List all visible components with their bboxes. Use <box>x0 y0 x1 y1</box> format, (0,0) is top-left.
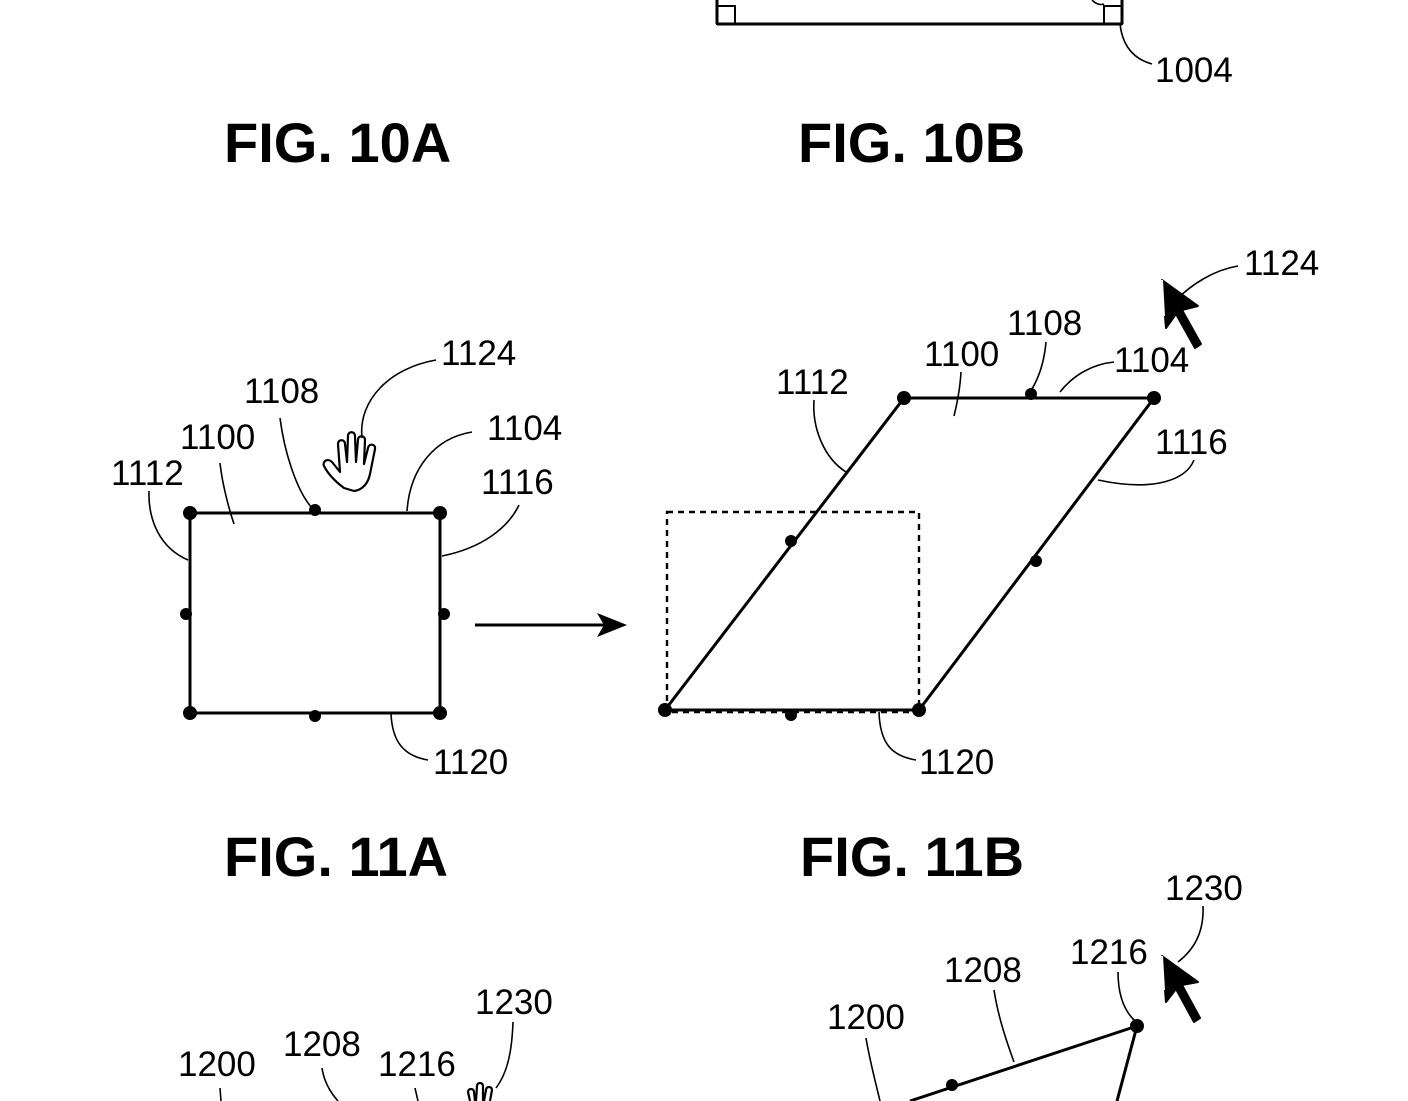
fig-11a-caption: FIG. 11A <box>224 825 448 888</box>
ref-1230b: 1230 <box>1165 869 1243 908</box>
leader-1100 <box>219 462 235 525</box>
arrow-pointer-icon-2 <box>1161 955 1201 1023</box>
ref-1104: 1104 <box>487 409 562 448</box>
leader-1120b <box>878 711 917 761</box>
ref-1120: 1120 <box>433 743 508 782</box>
arrow-pointer-icon <box>1161 279 1202 349</box>
leader-1116b <box>1097 459 1195 486</box>
ref-1108b: 1108 <box>1007 304 1082 343</box>
leader-1230 <box>495 1021 514 1089</box>
leader-1230b <box>1177 905 1204 963</box>
leader-1124b <box>1175 265 1239 301</box>
ref-1120b: 1120 <box>919 743 994 782</box>
leader-1124 <box>360 359 437 439</box>
leader-1108 <box>279 417 313 509</box>
ref-1124b: 1124 <box>1244 244 1319 283</box>
ref-1112: 1112 <box>111 454 184 493</box>
fig-10b-rectangle-partial <box>715 0 1124 26</box>
leader-1112b <box>813 399 847 473</box>
leader-1200b <box>865 1037 881 1101</box>
leader-1004 <box>1119 23 1153 65</box>
leader-1104b <box>1059 361 1115 393</box>
leader-1208 <box>321 1067 339 1101</box>
ref-1124: 1124 <box>441 334 516 373</box>
leader-1104 <box>406 431 473 512</box>
open-hand-icon-partial <box>466 1081 494 1101</box>
ref-1104b: 1104 <box>1114 341 1189 380</box>
ref-1112b: 1112 <box>776 363 849 402</box>
fig-11b-parallelogram <box>658 388 1161 721</box>
ref-1004: 1004 <box>1155 51 1233 90</box>
ref-1200: 1200 <box>178 1045 256 1084</box>
fig-12b-shape-partial <box>909 1019 1144 1101</box>
leader-1100b <box>953 371 962 417</box>
fig-11b-caption: FIG. 11B <box>800 825 1024 888</box>
fig-10a-caption: FIG. 10A <box>224 111 451 174</box>
leader-1208b <box>993 989 1015 1063</box>
leader-1120 <box>390 712 429 761</box>
ref-1116b: 1116 <box>1155 423 1228 462</box>
open-hand-icon <box>322 431 377 493</box>
fig-10b-caption: FIG. 10B <box>798 111 1025 174</box>
ref-1108: 1108 <box>244 372 319 411</box>
ref-1216b: 1216 <box>1070 933 1148 972</box>
ref-1100b: 1100 <box>924 335 999 374</box>
ref-1208b: 1208 <box>944 951 1022 990</box>
ref-1100: 1100 <box>180 418 255 457</box>
leader-1216 <box>414 1087 419 1101</box>
leader-1108b <box>1029 341 1047 393</box>
ref-1230: 1230 <box>475 983 553 1022</box>
leader-1216b <box>1117 971 1135 1021</box>
fig-11a-rectangle <box>180 504 450 722</box>
ref-1200b: 1200 <box>827 998 905 1037</box>
leader-1112 <box>148 490 189 561</box>
leader-1116 <box>441 504 520 557</box>
transition-arrow <box>475 613 627 637</box>
ref-1208: 1208 <box>283 1025 361 1064</box>
ref-1216: 1216 <box>378 1045 456 1084</box>
leader-1200 <box>219 1087 222 1101</box>
ref-1116: 1116 <box>481 463 554 502</box>
